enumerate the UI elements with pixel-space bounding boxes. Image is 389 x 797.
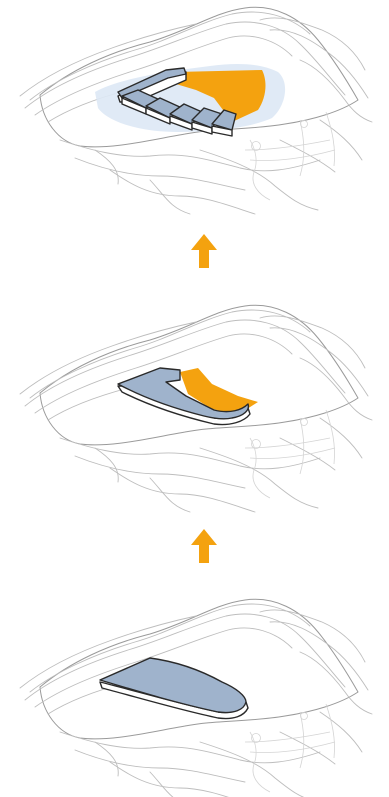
stage-2-notched-slab xyxy=(20,305,372,512)
arrow-up-icon xyxy=(191,234,217,268)
building-slab-single xyxy=(100,658,248,719)
stage-3-terraced-massing xyxy=(20,7,372,214)
arrow-up-icon xyxy=(191,529,217,563)
stage-1-single-slab xyxy=(20,599,372,797)
